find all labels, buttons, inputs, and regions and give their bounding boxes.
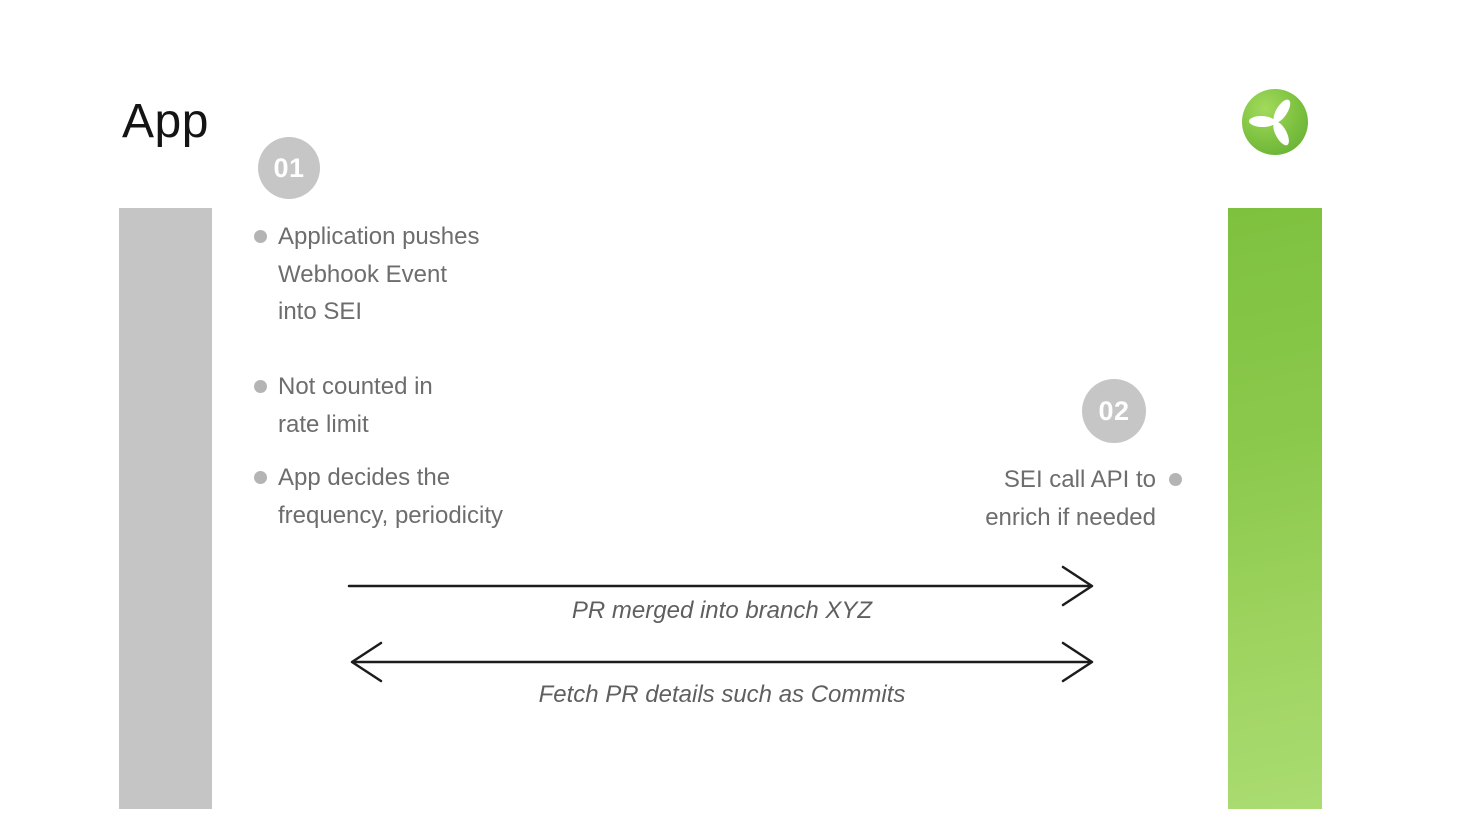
bullet-dot-icon <box>254 380 267 393</box>
bullet-item-frequency: App decides the frequency, periodicity <box>254 459 503 534</box>
bullet-dot-icon <box>254 230 267 243</box>
step-2-badge: 02 <box>1082 379 1146 443</box>
app-lane-title: App <box>122 95 209 148</box>
bullet-text: Application pushes Webhook Event into SE… <box>278 218 479 331</box>
step-1-badge: 01 <box>258 137 320 199</box>
bullet-item-webhook: Application pushes Webhook Event into SE… <box>254 218 479 331</box>
arrow-label-pr-merged: PR merged into branch XYZ <box>571 597 873 624</box>
bullet-line: Application pushes <box>278 223 480 250</box>
arrow-right-icon <box>347 565 1094 607</box>
bullet-item-sei-enrich: SEI call API to enrich if needed <box>985 461 1182 536</box>
bullet-line: App decides the <box>278 464 451 491</box>
bullet-item-rate-limit: Not counted in rate limit <box>254 368 433 443</box>
bullet-dot-icon <box>1169 473 1182 486</box>
bullet-text: SEI call API to enrich if needed <box>985 461 1156 536</box>
bullet-text: App decides the frequency, periodicity <box>278 459 503 534</box>
arrow-label-fetch-pr: Fetch PR details such as Commits <box>538 681 906 708</box>
bullet-line: frequency, periodicity <box>278 501 503 529</box>
bullet-line: into SEI <box>278 298 363 325</box>
bullet-dot-icon <box>254 471 267 484</box>
step-1-number: 01 <box>273 152 305 183</box>
bullet-text: Not counted in rate limit <box>278 368 433 443</box>
bullet-line: rate limit <box>278 410 369 438</box>
app-lane-bar <box>119 208 212 809</box>
bullet-line: enrich if needed <box>985 503 1156 531</box>
arrow-double-icon <box>350 641 1094 683</box>
bullet-line: Webhook Event <box>278 260 447 288</box>
bullet-line: Not counted in <box>278 373 433 400</box>
sei-propeller-logo-icon <box>1242 89 1308 155</box>
bullet-line: SEI call API to <box>1003 466 1156 493</box>
step-2-number: 02 <box>1098 395 1130 426</box>
sei-lane-bar <box>1228 208 1322 809</box>
